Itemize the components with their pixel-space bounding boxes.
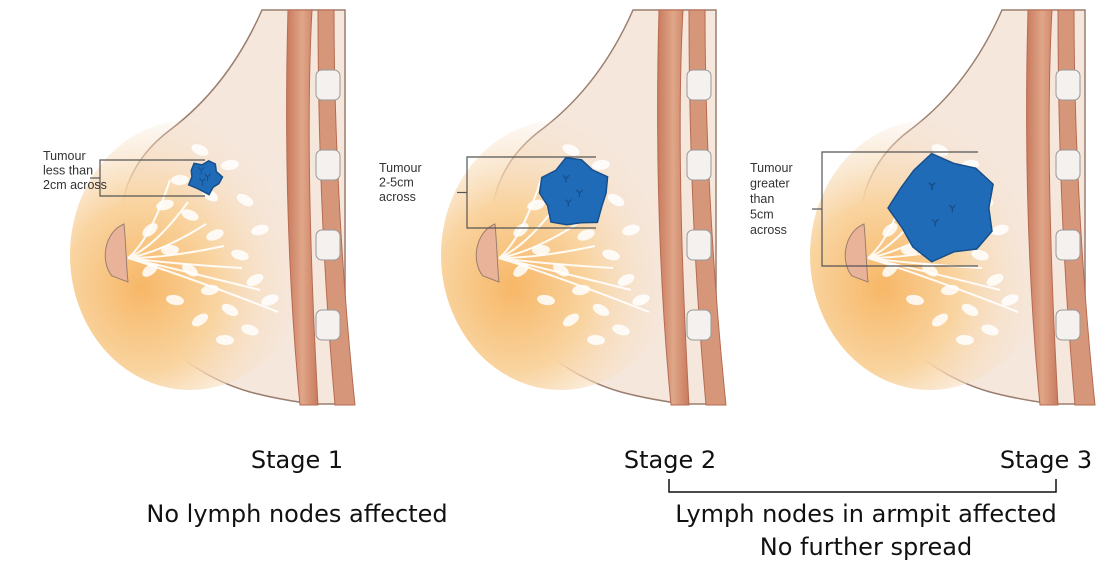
rib-cross-section: [687, 150, 711, 180]
no-further-spread-caption: No further spread: [760, 535, 972, 559]
tumour-label-line: across: [750, 223, 787, 237]
tumour-label-line: Tumour: [43, 149, 86, 163]
rib-cross-section: [316, 150, 340, 180]
rib-cross-section: [316, 230, 340, 260]
rib-cross-section: [316, 310, 340, 340]
no-lymph-nodes-caption: No lymph nodes affected: [146, 502, 447, 526]
stage-1-label: Stage 1: [251, 448, 343, 472]
rib-cross-section: [1056, 70, 1080, 100]
stage-3-label: Stage 3: [1000, 448, 1092, 472]
rib-cross-section: [316, 70, 340, 100]
rib-cross-section: [1056, 150, 1080, 180]
rib-cross-section: [1056, 230, 1080, 260]
rib-cross-section: [687, 310, 711, 340]
tumour-label-line: 5cm: [750, 208, 774, 222]
rib-cross-section: [687, 230, 711, 260]
tumour-label-line: across: [379, 190, 416, 204]
tumour-label-line: than: [750, 192, 774, 206]
tumour-label-line: greater: [750, 177, 790, 191]
tumour-label-line: Tumour: [379, 161, 422, 175]
tumour-label-line: Tumour: [750, 161, 793, 175]
stage-2-label: Stage 2: [624, 448, 716, 472]
rib-cross-section: [687, 70, 711, 100]
tumour-label-line: 2-5cm: [379, 176, 414, 190]
rib-cross-section: [1056, 310, 1080, 340]
tumour-label-line: less than: [43, 164, 93, 178]
lymph-nodes-armpit-caption: Lymph nodes in armpit affected: [675, 502, 1056, 526]
tumour-label-line: 2cm across: [43, 178, 107, 192]
